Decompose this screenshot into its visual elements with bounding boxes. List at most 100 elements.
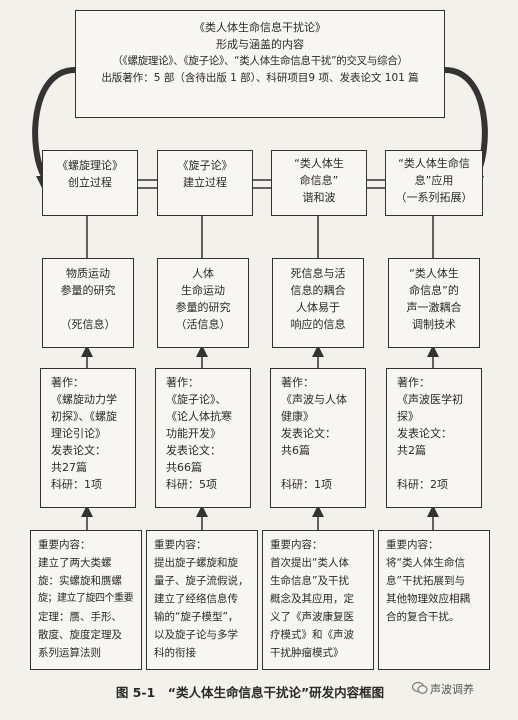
stage-box: 《螺旋理论》 创立过程 <box>42 150 138 216</box>
content-line: 科的衔接 <box>154 647 196 659</box>
content-line: 重要内容： <box>270 539 323 551</box>
works-line: 著作： <box>166 376 199 389</box>
content-line: 以及旋子论与多学 <box>154 629 238 641</box>
stage-line: 息”应用 <box>414 174 454 187</box>
topic-line <box>43 299 133 316</box>
topic-box: 人体 生命运动 参量的研究 （活信息） <box>157 258 249 348</box>
stage-box: “类人体生 命信息” 谐和波 <box>271 150 367 216</box>
content-line: 义了《声波康复医 <box>270 611 354 623</box>
works-box: 著作： 《旋子论》、 《论人体抗寒 功能开发》 发表论文： 共66篇 科研：5项 <box>155 368 251 508</box>
works-line: 初探》、《螺旋 <box>51 410 117 423</box>
stage-line: 创立过程 <box>68 176 112 189</box>
content-line: 干扰肿瘤模式》 <box>270 647 344 659</box>
content-line: 重要内容： <box>386 539 439 551</box>
stage-line: “类人体生 <box>294 157 344 170</box>
topic-line: 响应的信息 <box>290 318 346 331</box>
topic-box: 死信息与活 信息的耦合 人体易于 响应的信息 <box>272 258 364 348</box>
works-line: 著作： <box>397 376 430 389</box>
curve-arrow-left <box>32 67 78 181</box>
wechat-icon <box>412 681 428 694</box>
works-line: 发表论文： <box>281 427 336 440</box>
content-box: 重要内容： 首次提出“类人体 生命信息”及干扰 概念及其应用，定 义了《声波康复… <box>262 530 374 670</box>
content-line: 其他物理效应相耦 <box>386 593 470 605</box>
works-line: 《旋子论》、 <box>166 393 227 406</box>
works-line: 《声波与人体 <box>281 393 347 406</box>
topic-box: “类人体生 命信息”的 声一激耦合 调制技术 <box>388 258 480 348</box>
topic-line: 物质运动 <box>66 267 110 280</box>
works-line: 《声波医学初 <box>397 393 463 406</box>
works-line: 科研：1项 <box>281 478 332 491</box>
works-line: 探》 <box>397 410 419 423</box>
works-line: 共6篇 <box>281 444 310 457</box>
topic-box: 物质运动 参量的研究 （死信息） <box>42 258 134 348</box>
topic-line: 信息的耦合 <box>290 284 346 297</box>
stage-line: 命信息” <box>299 174 339 187</box>
content-line: 将“类人体生命信 <box>386 557 465 569</box>
works-line <box>281 459 365 476</box>
content-line: 量子、旋子流假说， <box>154 575 249 587</box>
works-line: 著作： <box>281 376 314 389</box>
figure-caption: 图 5-1 “类人体生命信息干扰论”研发内容框图 <box>115 685 385 700</box>
topic-line: 死信息与活 <box>290 267 346 280</box>
stage-box: 《旋子论》 建立过程 <box>157 150 253 216</box>
works-line: 科研：2项 <box>397 478 448 491</box>
works-line: 共27篇 <box>51 461 87 474</box>
content-box: 重要内容： 将“类人体生命信 息”干扰拓展到与 其他物理效应相耦 合的复合干扰。 <box>378 530 490 670</box>
content-line: 息”干扰拓展到与 <box>386 575 465 587</box>
stage-line: （一系列拓展） <box>395 191 473 204</box>
overview-box: 《类人体生命信息干扰论》 形成与涵盖的内容 （《螺旋理论》、《旋子论》、“类人体… <box>75 10 445 118</box>
topic-line: 声一激耦合 <box>406 301 462 314</box>
vertical-connectors <box>81 216 439 530</box>
content-line: 建立了经络信息传 <box>154 593 238 605</box>
stage-line: 《旋子论》 <box>177 159 233 172</box>
content-box: 重要内容： 建立了两大类螺 旋：实螺旋和赝螺 旋；建立了旋四个重要 定理：赝、手… <box>30 530 142 670</box>
content-line: 疗模式》和《声波 <box>270 629 354 641</box>
topic-line: 参量的研究 <box>60 284 116 297</box>
stage-line: 《螺旋理论》 <box>57 159 123 172</box>
works-line: 共2篇 <box>397 444 426 457</box>
works-line <box>397 459 481 476</box>
overview-scope: （《螺旋理论》、《旋子论》、“类人体生命信息干扰”的交叉与综合） <box>112 55 408 67</box>
works-line: 理论引论》 <box>51 427 106 440</box>
works-line: 发表论文： <box>51 444 106 457</box>
content-line: 重要内容： <box>154 539 207 551</box>
content-line: 系列运算法则 <box>38 647 101 659</box>
overview-stats: 出版著作：5 部（含待出版 1 部）、科研项目9 项、发表论文 101 篇 <box>101 72 419 84</box>
content-line: 输的“旋子模型”， <box>154 611 239 623</box>
content-line: 建立了两大类螺 <box>38 557 112 569</box>
works-line: 科研：1项 <box>51 478 102 491</box>
content-line: 提出旋子螺旋和旋 <box>154 557 238 569</box>
topic-line: 人体易于 <box>296 301 340 314</box>
works-line: 著作： <box>51 376 84 389</box>
topic-line: （活信息） <box>175 318 231 331</box>
topic-line: （死信息） <box>60 318 116 331</box>
works-line: 科研：5项 <box>166 478 217 491</box>
stage-line: “类人体生命信 <box>398 157 470 170</box>
works-line: 发表论文： <box>397 427 452 440</box>
stage-line: 建立过程 <box>183 176 227 189</box>
topic-line: 参量的研究 <box>175 301 231 314</box>
works-line: 《螺旋动力学 <box>51 393 117 406</box>
content-line: 概念及其应用，定 <box>270 593 354 605</box>
content-line: 散度、旋度定理及 <box>38 629 122 641</box>
works-box: 著作： 《声波与人体 健康》 发表论文： 共6篇 科研：1项 <box>270 368 366 508</box>
topic-line: 人体 <box>192 267 214 280</box>
works-line: 健康》 <box>281 410 314 423</box>
content-line: 旋；建立了旋四个重要 <box>38 593 134 604</box>
content-line: 重要内容： <box>38 539 91 551</box>
works-box: 著作： 《声波医学初 探》 发表论文： 共2篇 科研：2项 <box>386 368 482 508</box>
content-line: 首次提出“类人体 <box>270 557 349 569</box>
stage-box: “类人体生命信 息”应用 （一系列拓展） <box>385 150 483 216</box>
works-line: 共66篇 <box>166 461 202 474</box>
topic-line: 调制技术 <box>412 318 456 331</box>
works-line: 发表论文： <box>166 444 221 457</box>
topic-line: 命信息”的 <box>409 284 459 297</box>
overview-title: 《类人体生命信息干扰论》 <box>194 21 326 34</box>
content-line: 旋：实螺旋和赝螺 <box>38 575 122 587</box>
content-line: 合的复合干扰。 <box>386 611 460 623</box>
overview-subtitle: 形成与涵盖的内容 <box>216 38 304 51</box>
content-box: 重要内容： 提出旋子螺旋和旋 量子、旋子流假说， 建立了经络信息传 输的“旋子模… <box>146 530 258 670</box>
content-line: 定理：赝、手形、 <box>38 611 122 623</box>
content-line: 生命信息”及干扰 <box>270 575 349 587</box>
works-line: 《论人体抗寒 <box>166 410 232 423</box>
